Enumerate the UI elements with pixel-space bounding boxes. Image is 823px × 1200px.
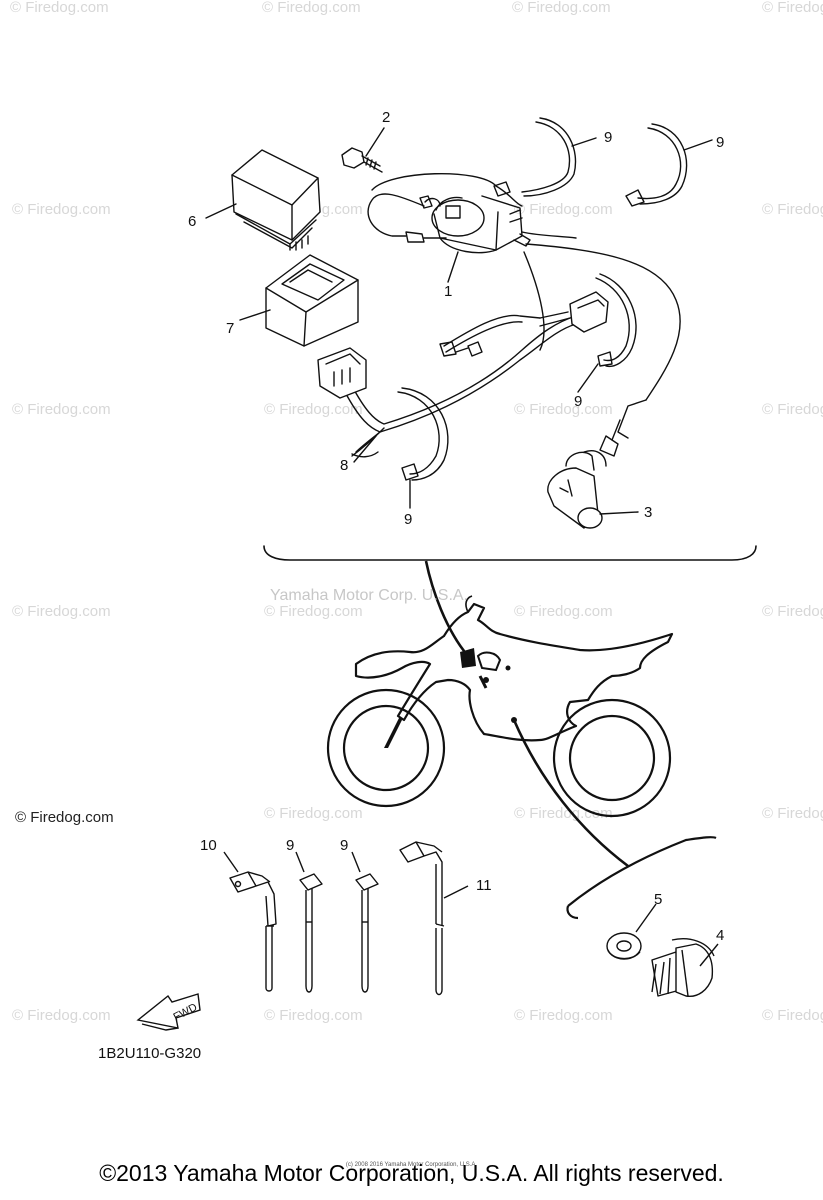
- copyright-notice: ©2013 Yamaha Motor Corporation, U.S.A. A…: [99, 1160, 724, 1186]
- watermark: © Firedog.com: [762, 805, 823, 822]
- watermark: © Firedog.com: [762, 603, 823, 620]
- diagram-code: 1B2U110-G320: [98, 1045, 201, 1062]
- watermark: © Firedog.com: [762, 401, 823, 418]
- watermark: © Firedog.com: [262, 0, 361, 16]
- leader-line: [443, 885, 469, 899]
- callout-1: 1: [444, 283, 452, 300]
- callout-9: 9: [574, 393, 582, 410]
- watermark: © Firedog.com: [762, 1007, 823, 1024]
- rubber-cover-part: [265, 254, 359, 347]
- watermark: © Firedog.com: [12, 603, 111, 620]
- callout-9: 9: [716, 134, 724, 151]
- watermark: © Firedog.com: [514, 1007, 613, 1024]
- image-credit: Yamaha Motor Corp. U.S.A.: [270, 587, 468, 604]
- leader-line: [295, 851, 305, 873]
- watermark: © Firedog.com: [762, 0, 823, 16]
- assembly-bracket: [263, 545, 757, 561]
- cable-tie-part: [299, 873, 323, 993]
- bike-part-markers: [460, 648, 517, 723]
- callout-9: 9: [286, 837, 294, 854]
- cable-band-part: [229, 871, 277, 992]
- leader-line: [699, 943, 719, 967]
- watermark-dark: © Firedog.com: [15, 809, 114, 826]
- watermark: © Firedog.com: [12, 1007, 111, 1024]
- fwd-arrow-icon: FWD: [136, 993, 201, 1031]
- cable-tie-part: [355, 873, 379, 993]
- callout-10: 10: [200, 837, 217, 854]
- callout-9: 9: [604, 129, 612, 146]
- callout-8: 8: [340, 457, 348, 474]
- cable-band-long-part: [399, 841, 445, 996]
- callout-7: 7: [226, 320, 234, 337]
- callout-3: 3: [644, 504, 652, 521]
- callout-2: 2: [382, 109, 390, 126]
- callout-4: 4: [716, 927, 724, 944]
- watermark: © Firedog.com: [10, 0, 109, 16]
- callout-11: 11: [476, 877, 492, 894]
- flange-bolt-part: [651, 938, 715, 997]
- wire-harness-part: [317, 291, 609, 458]
- bolt-part: [341, 147, 383, 173]
- leader-line: [351, 851, 361, 873]
- plug-cap-part: [547, 399, 647, 529]
- watermark: © Firedog.com: [264, 603, 363, 620]
- watermark: © Firedog.com: [12, 201, 111, 218]
- ignition-coil-part: [419, 195, 531, 254]
- tiny-credit: (c) 2008 2016 Yamaha Motor Corporation, …: [345, 1162, 478, 1168]
- watermark-grid: © Firedog.com © Firedog.com © Firedog.co…: [10, 0, 823, 1024]
- lower-bracket: [566, 836, 717, 920]
- leader-line: [223, 851, 239, 873]
- leader-lines: [205, 127, 713, 515]
- watermark: © Firedog.com: [264, 1007, 363, 1024]
- watermark: © Firedog.com: [512, 0, 611, 16]
- callout-9: 9: [404, 511, 412, 528]
- callout-numbers: 2 9 9 6 1 7 9 8 9 3 10 9 9 11 5 4: [188, 109, 724, 944]
- watermark: © Firedog.com: [514, 401, 613, 418]
- watermark: © Firedog.com: [514, 201, 613, 218]
- watermark: © Firedog.com: [264, 401, 363, 418]
- band-clamps: [397, 117, 688, 481]
- callout-9: 9: [340, 837, 348, 854]
- motorcycle-silhouette: [326, 595, 674, 818]
- watermark: © Firedog.com: [762, 201, 823, 218]
- cdi-unit-part: [231, 149, 321, 251]
- washer-part: [606, 932, 642, 960]
- callout-5: 5: [654, 891, 662, 908]
- watermark: © Firedog.com: [264, 805, 363, 822]
- leader-line: [635, 903, 657, 933]
- callout-6: 6: [188, 213, 196, 230]
- watermark: © Firedog.com: [12, 401, 111, 418]
- watermark: © Firedog.com: [514, 805, 613, 822]
- watermark: © Firedog.com: [514, 603, 613, 620]
